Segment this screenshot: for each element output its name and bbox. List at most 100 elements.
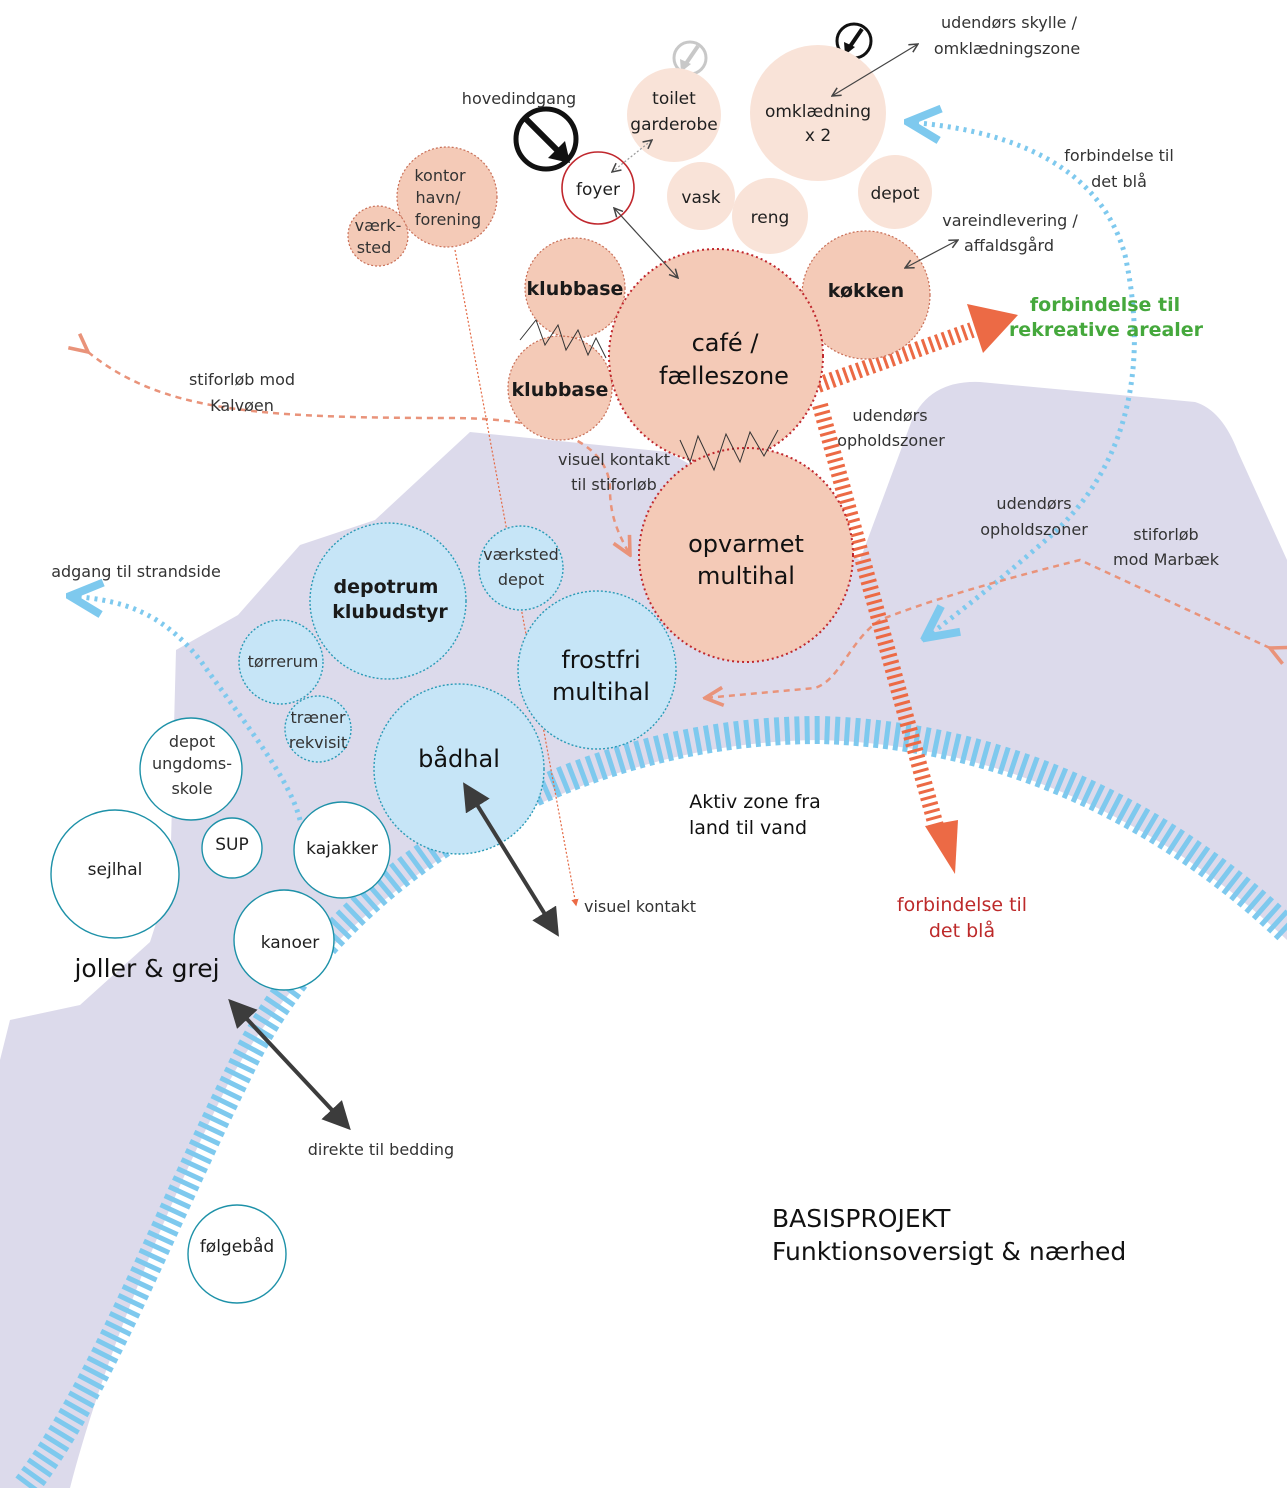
bubble-label: forening — [415, 210, 481, 229]
annotation-forbindelse-blaa-bottom: det blå — [929, 919, 995, 942]
annotation-hovedindgang: hovedindgang — [462, 89, 576, 108]
annotation-visuel-kontakt-sti: visuel kontakt — [558, 450, 670, 469]
bubble-label: depot — [870, 184, 919, 204]
bubble-label: vask — [681, 188, 720, 208]
bubble-label: multihal — [552, 678, 650, 706]
bubble-depot-ungdomsskole: depot ungdoms- skole — [139, 717, 243, 821]
bubble-badhal: bådhal — [373, 683, 545, 855]
bubble-label: bådhal — [418, 744, 500, 773]
annotation-udendors-ophold-2: opholdszoner — [980, 520, 1088, 539]
bubble-foyer: foyer — [561, 151, 635, 225]
bubble-sejlhal: sejlhal — [50, 809, 180, 939]
bubble-label: klubbase — [527, 278, 624, 300]
annotation-stiforlob-kalvoen: stiforløb mod — [189, 370, 295, 389]
bubble-label: træner — [290, 708, 346, 727]
bubble-label: skole — [171, 779, 212, 798]
bubble-koekken: køkken — [801, 230, 931, 360]
coastline-band — [13, 715, 1287, 1488]
bubble-vask: vask — [667, 162, 735, 230]
annotation-aktiv-zone: land til vand — [689, 817, 807, 839]
annotation-stiforlob-marbaek: mod Marbæk — [1113, 550, 1220, 569]
annotation-forbindelse-blaa: det blå — [1091, 172, 1147, 191]
bubble-label: klubudstyr — [332, 601, 448, 623]
annotation-vareindlevering: vareindlevering / — [942, 211, 1078, 230]
annotation-stiforlob-marbaek: stiforløb — [1133, 525, 1198, 544]
annotation-joller-grej: joller & grej — [73, 954, 219, 983]
blue-connection-arrows — [70, 122, 1137, 821]
bubble-label: følgebåd — [200, 1236, 274, 1257]
bubble-label: omklædning — [765, 102, 871, 122]
annotation-forbindelse-rekreative: rekreative arealer — [1009, 319, 1204, 341]
annotation-visuel-kontakt-sti: til stiforløb — [571, 475, 657, 494]
annotation-forbindelse-rekreative: forbindelse til — [1030, 294, 1180, 316]
path-arrows — [88, 352, 1270, 698]
bubble-label: kontor — [414, 166, 466, 185]
bubble-label: fælleszone — [659, 362, 789, 390]
bubble-label: café / — [692, 329, 760, 357]
bubble-label: SUP — [215, 835, 249, 855]
diagram-title: BASISPROJEKT Funktionsoversigt & nærhed — [772, 1204, 1126, 1266]
bubble-folgebad: følgebåd — [187, 1204, 287, 1304]
bubble-label: ungdoms- — [152, 754, 232, 773]
bubble-label: reng — [751, 208, 790, 228]
bubble-toerrerum: tørrerum — [238, 619, 324, 705]
dark-double-arrows — [228, 782, 559, 1131]
annotation-forbindelse-blaa: forbindelse til — [1064, 146, 1174, 165]
bubble-sup: SUP — [201, 817, 263, 879]
bubble-depotrum: depotrum klubudstyr — [309, 522, 467, 680]
bubble-omklaedning: omklædning x 2 — [750, 45, 886, 181]
bubble-kajakker: kajakker — [293, 801, 391, 899]
annotation-udendors-ophold: opholdszoner — [837, 431, 945, 450]
bubble-reng: reng — [732, 178, 808, 254]
bubble-label: tørrerum — [248, 652, 319, 671]
bubble-kanoer: kanoer — [233, 889, 335, 991]
bubble-label: rekvisit — [289, 733, 347, 752]
annotation-vareindlevering: affaldsgård — [964, 236, 1054, 255]
bubble-depot-top: depot — [858, 155, 932, 229]
bubble-label: toilet — [652, 89, 696, 109]
bubble-toilet-garderobe: toilet garderobe — [627, 68, 721, 162]
annotation-udendors-ophold-2: udendørs — [996, 494, 1071, 513]
annotation-stiforlob-kalvoen: Kalvøen — [210, 396, 274, 415]
annotation-udendors-skylle: omklædningszone — [934, 39, 1080, 58]
annotation-direkte-bedding: direkte til bedding — [308, 1140, 454, 1159]
title-line-2: Funktionsoversigt & nærhed — [772, 1237, 1126, 1266]
annotation-forbindelse-blaa-bottom: forbindelse til — [897, 894, 1027, 916]
bubble-label: opvarmet — [688, 530, 804, 558]
bubble-label: kanoer — [261, 933, 320, 953]
annotation-udendors-skylle: udendørs skylle / — [941, 13, 1078, 32]
annotation-adgang-strandside: adgang til strandside — [51, 562, 221, 581]
bubble-label: havn/ — [416, 188, 462, 207]
bubble-label: depot — [498, 570, 544, 589]
entrance-icon-light — [672, 40, 708, 76]
bubble-label: depotrum — [334, 576, 439, 598]
bubble-frostfri-multihal: frostfri multihal — [517, 590, 677, 750]
bubble-label: værksted — [483, 545, 559, 564]
bubble-label: sted — [357, 238, 392, 257]
bubble-label: frostfri — [561, 646, 640, 674]
annotation-udendors-ophold: udendørs — [852, 406, 927, 425]
thin-arrows — [612, 44, 958, 278]
bubble-label: køkken — [828, 280, 904, 302]
orange-striped-arrows — [812, 304, 1018, 874]
zigzag-connections — [519, 318, 779, 472]
title-line-1: BASISPROJEKT — [772, 1204, 951, 1233]
bubble-label: kajakker — [306, 839, 378, 859]
bubble-label: x 2 — [805, 126, 831, 146]
bubble-label: foyer — [576, 180, 620, 200]
bubble-traener-rekvisit: træner rekvisit — [284, 695, 352, 763]
bubble-label: depot — [169, 732, 215, 751]
bubble-label: værk- — [355, 216, 402, 235]
bubble-label: klubbase — [512, 379, 609, 401]
bubble-label: sejlhal — [88, 860, 143, 880]
bubble-opvarmet-multihal: opvarmet multihal — [638, 447, 854, 663]
annotation-visuel-kontakt: visuel kontakt — [584, 897, 696, 916]
bubble-label: multihal — [697, 562, 795, 590]
bubble-kontor: kontor havn/ forening — [396, 146, 498, 248]
bubble-cafe: café / fælleszone — [608, 248, 824, 464]
bubble-vaerksted-depot: værksted depot — [478, 525, 564, 611]
main-entrance-icon — [513, 106, 579, 172]
annotation-aktiv-zone: Aktiv zone fra — [689, 791, 821, 813]
bubble-klubbase-1: klubbase — [524, 237, 626, 339]
